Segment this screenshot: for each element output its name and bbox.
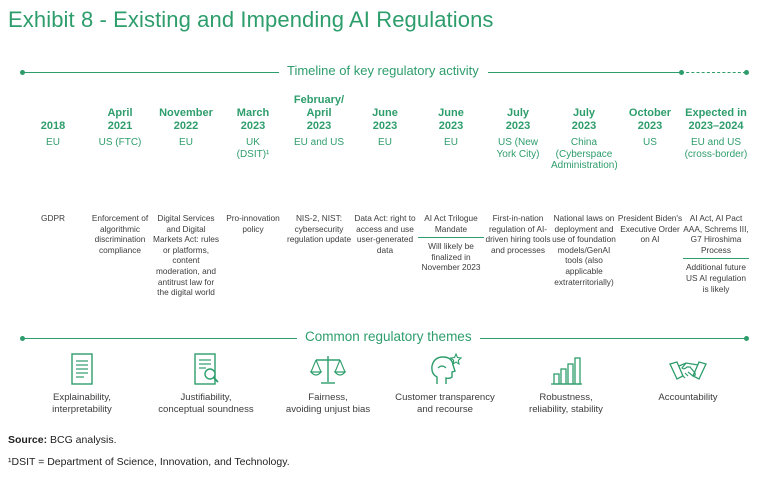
- timeline-description: President Biden's Executive Order on AI: [617, 213, 683, 245]
- themes-section-label: Common regulatory themes: [297, 329, 480, 344]
- theme-item: Robustness,reliability, stability: [504, 352, 628, 416]
- timeline-description: Data Act: right to access and use user-g…: [354, 213, 416, 255]
- timeline-rule-left: [22, 72, 280, 73]
- bar-chart-icon: [546, 352, 586, 388]
- timeline-description: Digital Services and Digital Markets Act…: [153, 213, 219, 298]
- timeline-region: EU: [46, 137, 60, 148]
- theme-item: Accountability: [626, 352, 750, 404]
- theme-label: Robustness,reliability, stability: [529, 392, 603, 415]
- timeline-region: EU and US: [293, 137, 345, 148]
- theme-label: Accountability: [658, 392, 718, 403]
- source-label: Source:: [8, 434, 48, 446]
- document-lines-icon: [62, 352, 102, 388]
- theme-label: Justifiability,conceptual soundness: [158, 392, 254, 415]
- themes-start-dot: [20, 336, 25, 341]
- timeline-rule-right: [488, 72, 681, 73]
- timeline-mid-dot: [679, 70, 684, 75]
- balance-scale-icon: [308, 352, 348, 388]
- handshake-icon: [668, 352, 708, 388]
- timeline-region: EU and US(cross-border): [684, 137, 748, 160]
- timeline-region: EU: [444, 137, 458, 148]
- timeline-region: UK(DSIT)¹: [236, 137, 270, 160]
- document-magnifier-icon: [186, 352, 226, 388]
- timeline-region: EU: [378, 137, 392, 148]
- timeline-region: US: [643, 137, 657, 148]
- theme-label: Fairness,avoiding unjust bias: [285, 392, 371, 415]
- timeline-start-dot: [20, 70, 25, 75]
- timeline-date: 2018: [40, 120, 66, 132]
- timeline-description: NIS-2, NIST: cybersecurity regulation up…: [286, 213, 352, 245]
- timeline-description: Pro-innovation policy: [226, 213, 280, 234]
- head-star-icon: [425, 352, 465, 388]
- timeline-note: Additional future US AI regulation is li…: [683, 258, 749, 294]
- timeline-note: Will likely be finalized in November 202…: [418, 237, 484, 273]
- timeline-region: US (FTC): [98, 137, 142, 148]
- footnote: ¹DSIT = Department of Science, Innovatio…: [8, 456, 290, 468]
- timeline-description: National laws on deployment and use of f…: [552, 213, 616, 287]
- source-text: BCG analysis.: [47, 434, 117, 446]
- page-title: Exhibit 8 - Existing and Impending AI Re…: [8, 7, 494, 32]
- timeline-section-label: Timeline of key regulatory activity: [279, 63, 487, 78]
- source-note: Source: BCG analysis.: [8, 434, 117, 446]
- timeline-description: GDPR: [41, 213, 65, 223]
- timeline-rule-dashed: [681, 72, 746, 73]
- timeline-end-dot: [744, 70, 749, 75]
- themes-rule-right: [470, 338, 746, 339]
- timeline-description: Enforcement of algorithmic discriminatio…: [91, 213, 149, 255]
- theme-item: Justifiability,conceptual soundness: [144, 352, 268, 416]
- timeline-region: EU: [179, 137, 193, 148]
- themes-rule-left: [22, 338, 298, 339]
- timeline-description: AI Act Trilogue Mandate: [424, 213, 478, 234]
- themes-end-dot: [744, 336, 749, 341]
- theme-item: Explainability,interpretability: [20, 352, 144, 416]
- timeline-description: AI Act, AI Pact AAA, Schrems III, G7 Hir…: [683, 213, 749, 255]
- theme-item: Fairness,avoiding unjust bias: [266, 352, 390, 416]
- theme-label: Explainability,interpretability: [52, 392, 112, 415]
- timeline-description: First-in-nation regulation of AI-driven …: [485, 213, 551, 255]
